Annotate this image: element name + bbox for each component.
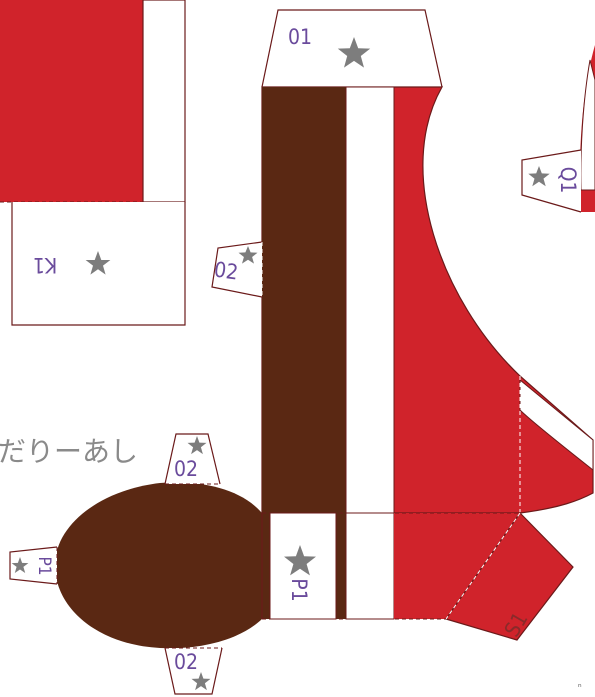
p1-center-label: P1 <box>287 578 311 601</box>
star-icon <box>528 166 550 187</box>
head-piece: 02 02 P1 <box>9 433 263 695</box>
lower-red <box>394 513 520 619</box>
star-icon <box>191 672 211 691</box>
q1-white-band <box>580 59 595 191</box>
o1-flap: 01 <box>261 9 443 88</box>
o1-label: 01 <box>288 25 312 49</box>
star-icon <box>284 545 316 576</box>
p1-head-tab <box>9 546 58 585</box>
lower-white-stripe <box>345 512 395 620</box>
body-piece <box>261 86 594 514</box>
o2-head-top-tab <box>164 433 221 485</box>
s1-fold <box>445 512 521 620</box>
star-icon <box>238 246 258 264</box>
body-right-white-band <box>519 378 594 472</box>
o2-head-bottom-label: 02 <box>174 650 198 674</box>
o2-left-tab: 02 <box>211 241 263 298</box>
body-white-stripe <box>345 86 395 514</box>
q1-label: Q1 <box>556 167 580 194</box>
corner-mark: ⁿ <box>578 683 582 693</box>
q1-piece: Q1 <box>521 45 595 213</box>
caption-jp: だりーあし <box>0 435 138 468</box>
star-icon <box>187 436 207 455</box>
star-icon <box>85 251 111 275</box>
q1-tab-outline <box>521 149 582 213</box>
k1-piece: K1 <box>0 0 186 326</box>
p1-head-tab-label: P1 <box>34 557 54 576</box>
k1-white-strip <box>142 0 186 203</box>
lower-outline <box>262 512 520 620</box>
star-icon <box>337 37 371 68</box>
head-brown <box>55 482 262 649</box>
k1-red-panel <box>0 0 143 202</box>
o2-head-bottom-tab <box>164 647 223 695</box>
k1-label: K1 <box>33 253 57 277</box>
lower-strip: P1 S1 <box>262 512 574 641</box>
o2-head-top-label: 02 <box>174 457 198 481</box>
body-brown-stripe <box>262 87 346 513</box>
o2-left-label: 02 <box>213 257 240 284</box>
star-icon <box>11 557 29 573</box>
